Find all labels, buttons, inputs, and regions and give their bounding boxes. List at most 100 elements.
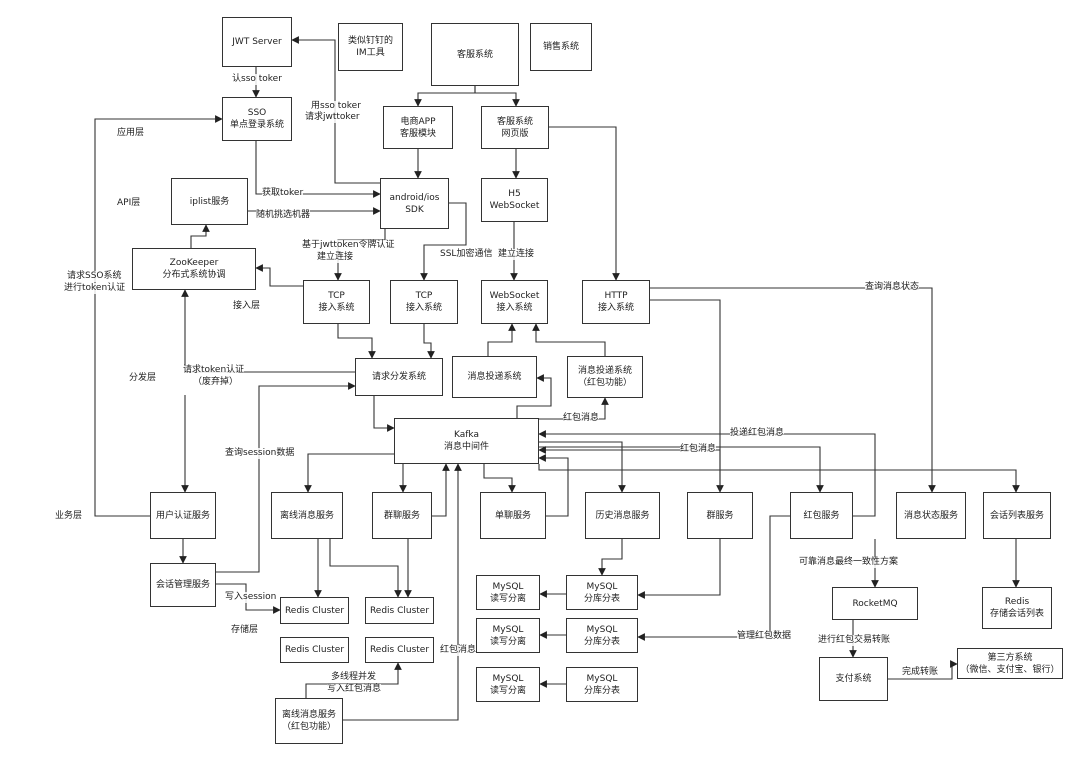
label-request-jwt: 请求jwttoker [305,112,360,123]
third-party-system-box: 第三方系统（微信、支付宝、银行） [957,648,1063,679]
user-auth-service-box: 用户认证服务 [150,492,216,539]
edge-lixian2-kafka [343,463,462,721]
edge-http-xxzt [650,287,936,493]
label-redpacket-msg-2: 红包消息 [680,444,717,455]
label-query-status: 查询消息状态 [865,282,920,293]
edge-tcp1-zk [255,264,303,287]
edge-qqfz-kafka [373,396,395,432]
group-chat-service-box: 群聊服务 [372,492,432,539]
label-token-auth-2: （废弃掉） [193,377,239,388]
label-redpacket-transfer: 进行红包交易转账 [818,635,891,646]
label-multithread-2: 写入红包消息 [327,684,382,695]
label-sso-request-2: 进行token认证 [64,283,126,294]
edge-kafka-lixian [304,453,394,493]
edge-sdk-tcp2 [420,202,467,281]
group-service-box: 群服务 [687,492,753,539]
edge-tcp2-qqfz [423,324,435,359]
history-message-service-box: 历史消息服务 [585,492,660,539]
session-list-service-box: 会话列表服务 [983,492,1051,539]
message-status-service-box: 消息状态服务 [896,492,966,539]
redis-cluster-2-box: Redis Cluster [365,597,434,624]
edge-kafka-lishi [539,441,626,493]
session-management-service-box: 会话管理服务 [150,563,216,607]
edge-tcp1-qqfz [337,324,376,359]
edge-qunliao-kafka [432,463,450,517]
edge-zhifu-dsf [888,660,958,680]
redis-cluster-1-box: Redis Cluster [280,597,349,624]
edge-kafka-hongbao [539,446,824,493]
layer-storage: 存储层 [231,625,259,635]
layer-application: 应用层 [117,128,145,138]
label-query-session: 查询session数据 [225,448,295,459]
jwt-server-box: JWT Server [222,17,292,67]
edge-web-http [549,126,620,281]
label-redpacket-msg: 红包消息 [563,413,600,424]
layer-business: 业务层 [55,511,83,521]
payment-system-box: 支付系统 [819,657,888,701]
layer-access: 接入层 [233,301,261,311]
label-token-auth-1: 请求token认证 [183,365,245,376]
message-delivery-box: 消息投递系统 [452,356,537,398]
label-random-machine: 随机挑选机器 [256,210,311,221]
edge-qun-mysqls1 [637,539,721,599]
layer-dispatch: 分发层 [129,373,157,383]
label-sso-request-1: 请求SSO系统 [67,271,122,282]
redis-cluster-4-box: Redis Cluster [365,637,434,663]
label-multithread-1: 多线程并发 [331,672,377,683]
label-jwt-auth-1: 基于jwttoken令牌认证 [302,240,395,251]
edge-danliao-kafka [538,454,569,517]
edge-qun-kafka [538,446,721,492]
label-manage-redpacket: 管理红包数据 [737,631,792,642]
rocketmq-box: RocketMQ [832,587,918,620]
edge-kf-app [414,86,476,107]
edge-kafka-xxtd2 [539,397,609,420]
single-chat-service-box: 单聊服务 [480,492,546,539]
edge-kf-web [474,86,520,107]
customer-service-system-box: 客服系统 [431,23,519,86]
redis-cluster-3-box: Redis Cluster [280,637,349,663]
red-packet-service-box: 红包服务 [790,492,853,539]
label-write-session: 写入session [225,592,277,603]
label-reliable-message: 可靠消息最终一致性方案 [799,557,899,568]
label-ssl: SSL加密通信 [440,249,493,260]
layer-api: API层 [117,198,141,208]
label-deliver-redpacket: 投递红包消息 [730,428,785,439]
label-connect: 建立连接 [498,249,535,260]
edge-hhgl-qqfz [216,382,356,573]
edge-lixian-rc2 [329,539,402,598]
edge-sso-sdk [255,141,381,198]
edge-xxtd-ws [487,323,516,356]
edge-kafka-xxtd [516,374,552,418]
edge-lishi-mysqls1 [598,539,623,576]
label-use-sso-token: 用sso toker [311,101,361,112]
request-dispatch-box: 请求分发系统 [355,358,443,396]
cs-web-box: 客服系统网页版 [481,106,549,149]
offline-message-service-box: 离线消息服务 [271,492,343,539]
message-delivery-redpacket-box: 消息投递系统（红包功能） [567,356,643,398]
offline-message-redpacket-box: 离线消息服务（红包功能） [275,698,343,744]
edge-kafka-hhlb [538,464,1020,493]
edge-hongbao-mysqls2 [637,515,790,641]
edge-xxtd2-ws [532,323,606,356]
label-sso-token: 认sso toker [232,74,282,85]
label-redpacket-msg-3: 红包消息 [440,645,477,656]
sales-system-box: 销售系统 [530,23,592,71]
